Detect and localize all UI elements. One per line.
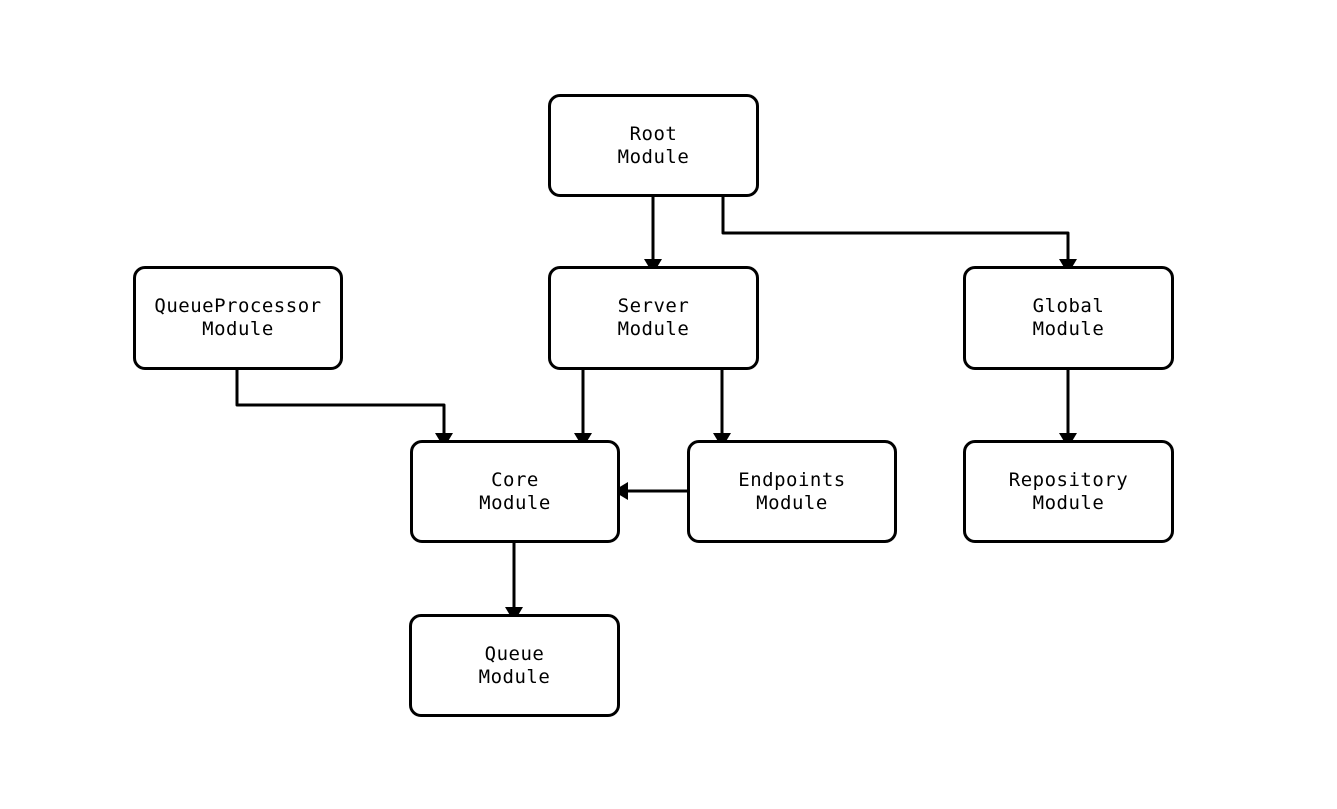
node-label-suffix: Module xyxy=(478,665,551,688)
node-label-name: Repository xyxy=(1008,468,1129,491)
node-label-name: Endpoints xyxy=(738,468,846,491)
node-label-name: Core xyxy=(491,468,539,491)
node-label-name: Queue xyxy=(484,642,545,665)
node-label-name: Server xyxy=(617,295,690,317)
edge-core-queue xyxy=(505,543,523,622)
node-label-name: Root xyxy=(629,122,678,145)
node-label-suffix: Module xyxy=(617,145,690,168)
edge-queueprocessor-core xyxy=(235,370,453,448)
node-label-suffix: Module xyxy=(756,491,828,514)
edge-global-repository xyxy=(1059,370,1077,448)
edge-server-endpoints xyxy=(713,370,731,448)
edge-endpoints-core xyxy=(613,482,687,500)
node-label-suffix: Module xyxy=(202,318,274,340)
node-label-suffix: Module xyxy=(617,318,690,340)
edge-server-core xyxy=(574,370,592,448)
edge-root-global xyxy=(721,197,1077,274)
node-label-name: QueueProcessor xyxy=(154,295,322,317)
edge-root-server xyxy=(644,197,662,274)
node-label-name: Global xyxy=(1032,295,1105,317)
node-label-suffix: Module xyxy=(479,491,551,514)
node-label-suffix: Module xyxy=(1032,318,1105,340)
node-label-suffix: Module xyxy=(1032,491,1105,514)
